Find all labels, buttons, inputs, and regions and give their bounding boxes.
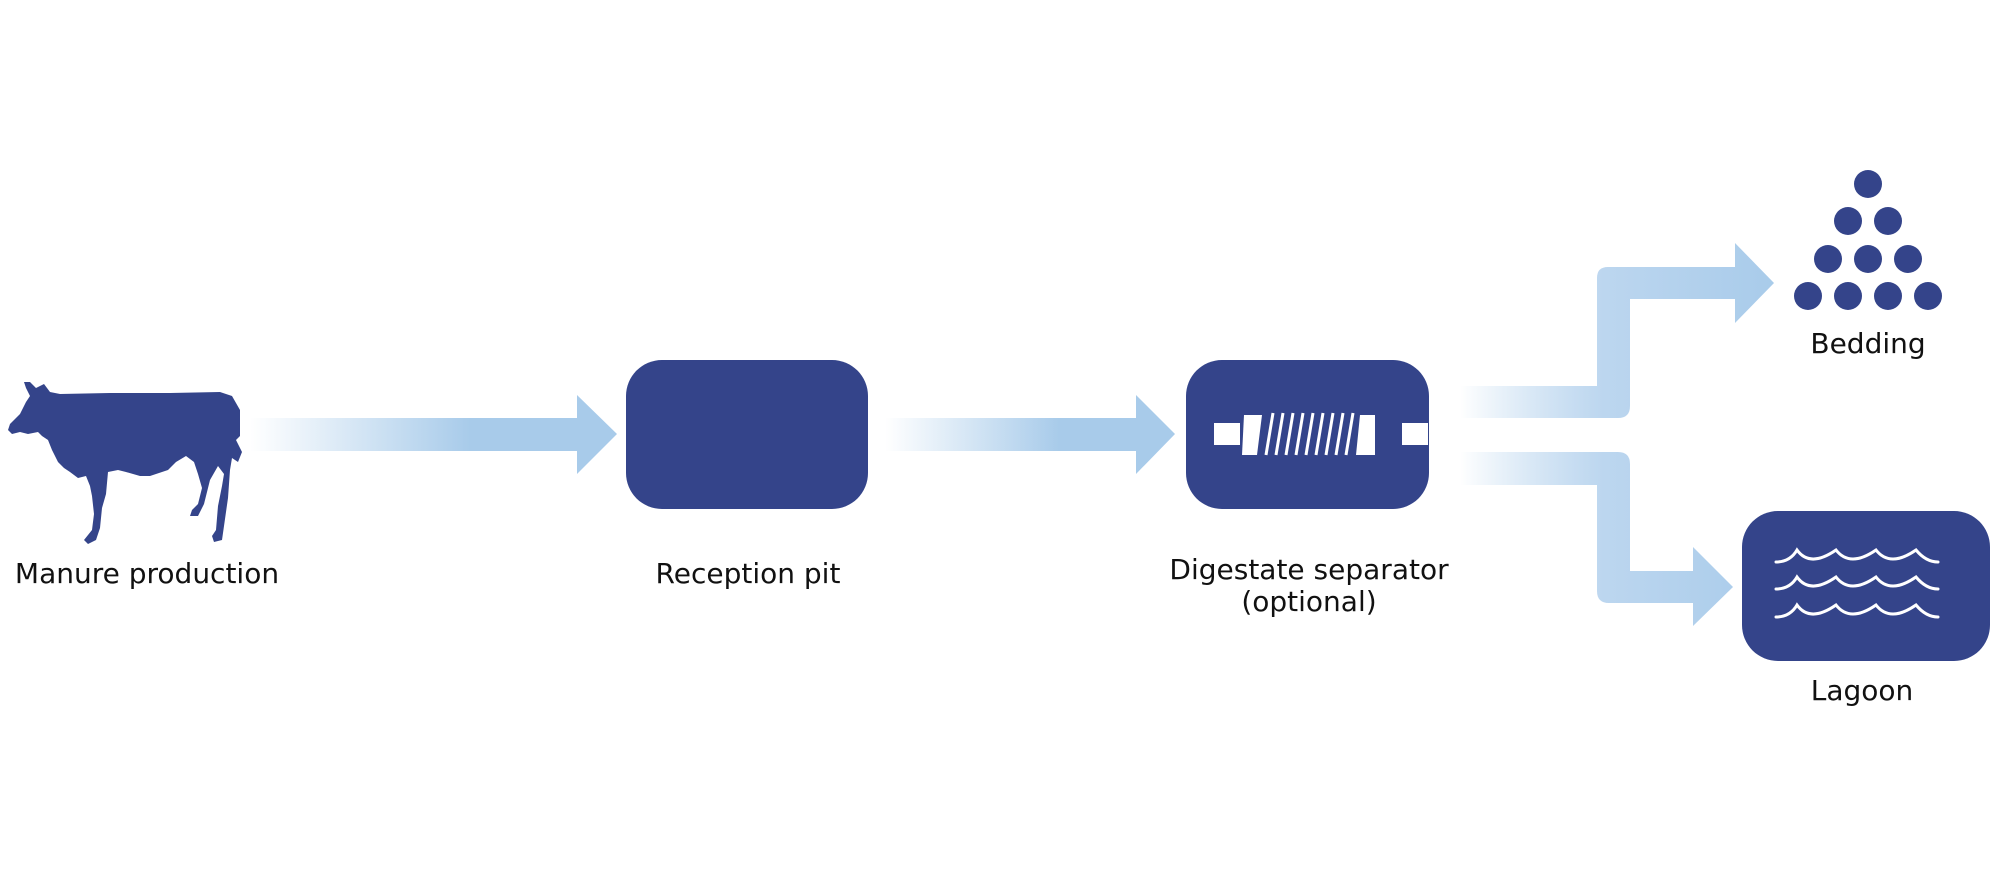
reception-pit-node [626, 360, 868, 509]
digestate-separator-label: Digestate separator (optional) [1169, 554, 1448, 618]
lagoon-label: Lagoon [1810, 674, 1914, 707]
flow-arrow-to-bedding [1460, 243, 1774, 418]
flow-arrow-to-lagoon [1460, 452, 1733, 626]
digestate-separator-node [1186, 360, 1429, 509]
flow-arrow-2 [885, 395, 1175, 474]
water-waves-icon [1774, 547, 1940, 619]
digestate-separator-title: Digestate separator [1169, 553, 1449, 586]
flow-arrow-1 [250, 395, 617, 474]
bedding-label: Bedding [1810, 327, 1926, 360]
reception-pit-label: Reception pit [655, 557, 841, 590]
solids-pile-icon [1794, 170, 1942, 310]
digestate-separator-sublabel: (optional) [1241, 585, 1377, 618]
cow-icon [8, 382, 242, 544]
manure-production-label: Manure production [14, 557, 280, 590]
lagoon-node [1742, 511, 1990, 661]
screw-separator-icon [1214, 412, 1428, 456]
